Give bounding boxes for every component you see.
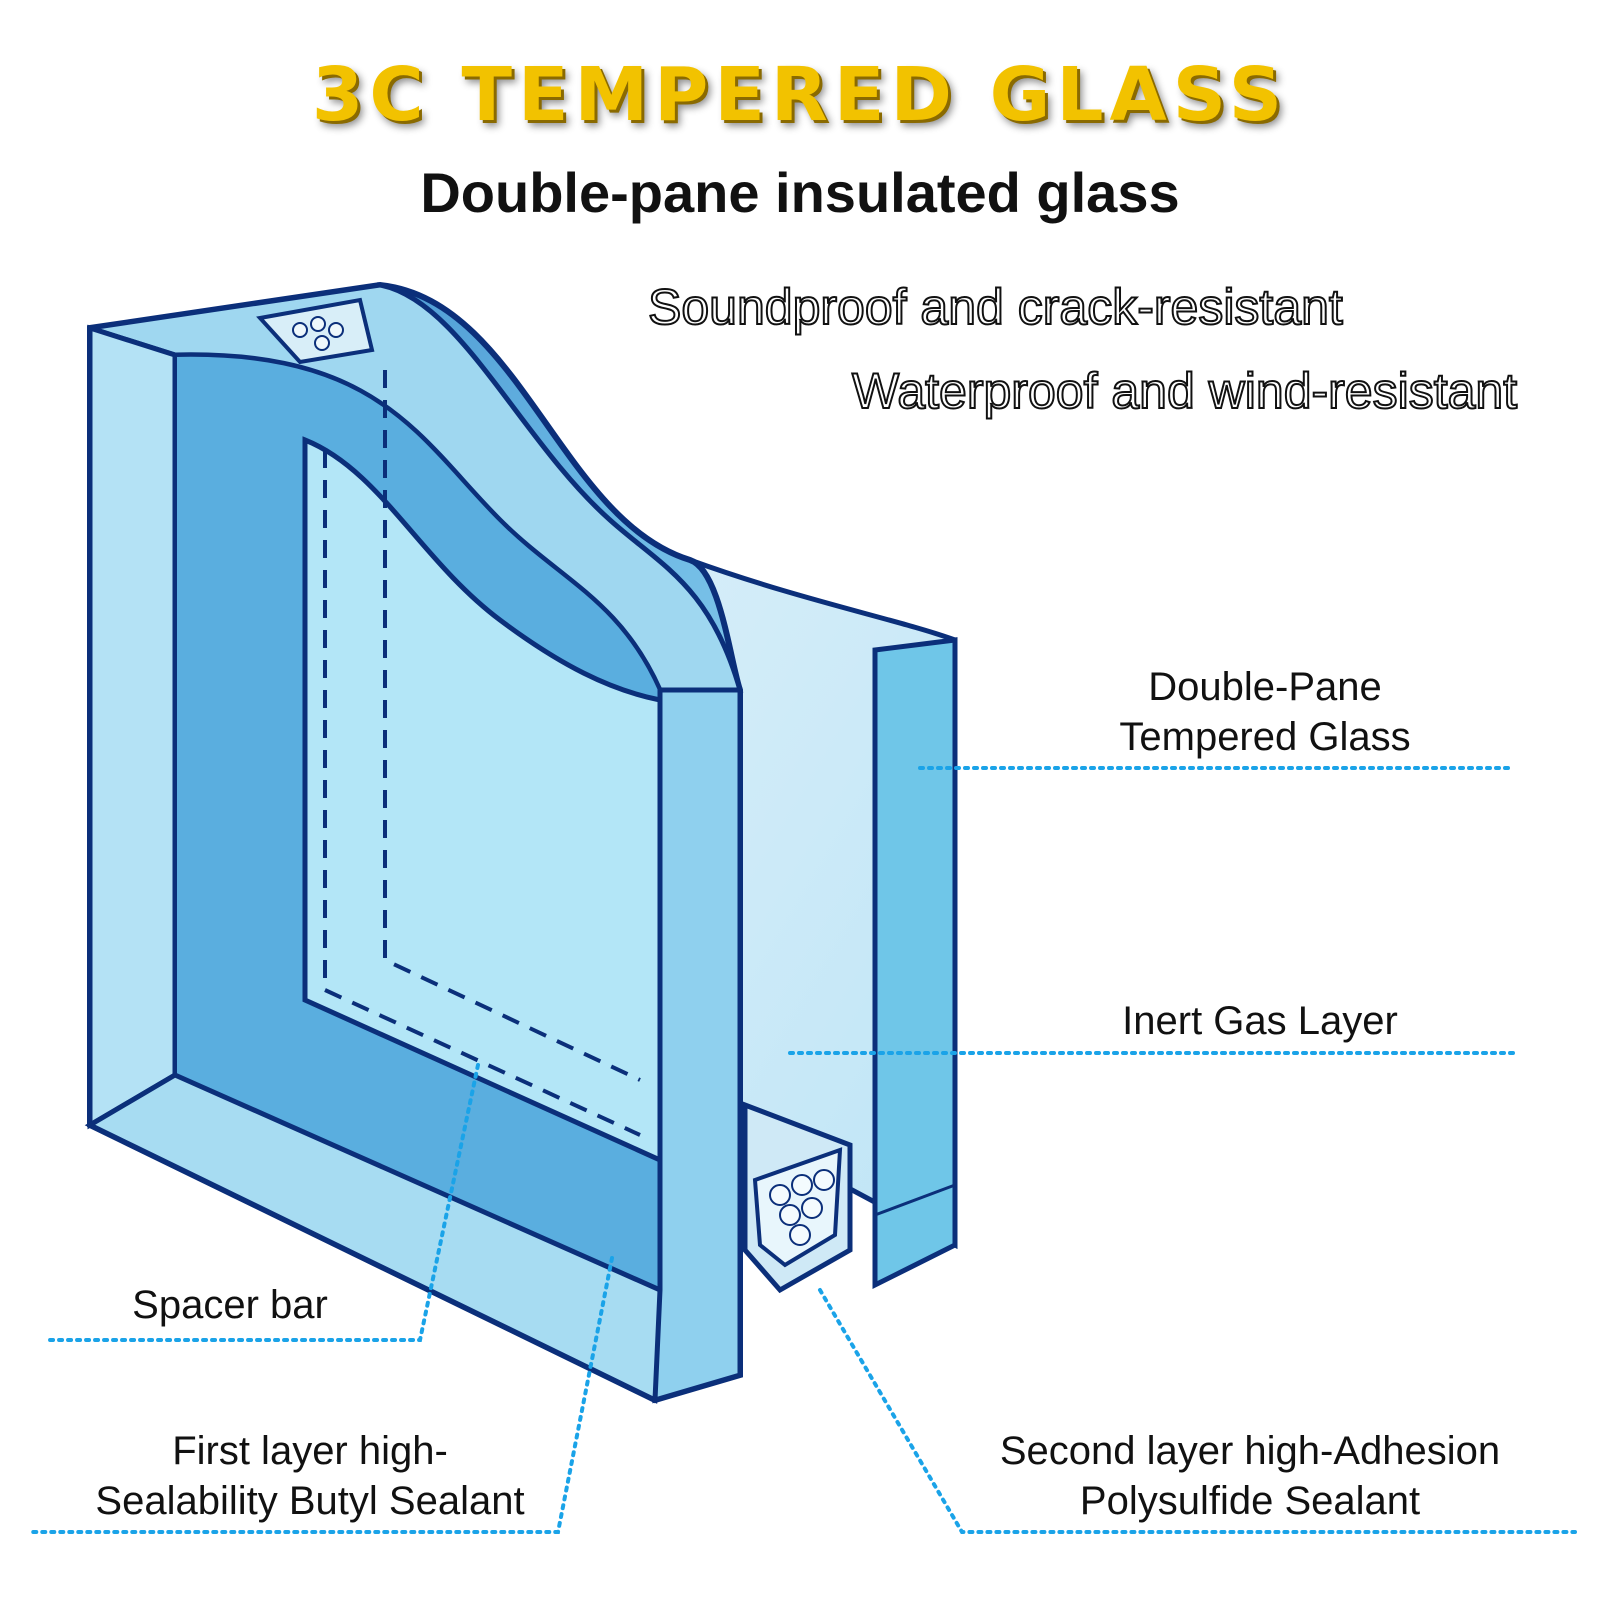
label-inert-gas: Inert Gas Layer [1122, 999, 1398, 1043]
label-first-layer-line1: First layer high- [172, 1429, 448, 1473]
label-spacer-bar: Spacer bar [132, 1283, 328, 1327]
feature-waterproof: Waterproof and wind-resistant [851, 362, 1518, 420]
clear-window [302, 436, 663, 1164]
label-second-layer-line2: Polysulfide Sealant [1079, 1479, 1421, 1523]
top-sealant-cell [256, 297, 375, 365]
label-first-layer-line2: Sealability Butyl Sealant [95, 1479, 525, 1523]
label-second-layer-line1: Second layer high-Adhesion [999, 1429, 1501, 1473]
subtitle: Double-pane insulated glass [420, 161, 1180, 224]
label-second-layer: Second layer high-Adhesion Polysulfide S… [950, 1426, 1550, 1526]
leader-spacer-bar [46, 1063, 480, 1342]
feature-soundproof: Soundproof and crack-resistant [647, 278, 1344, 336]
label-double-pane: Double-Pane Tempered Glass [1080, 662, 1450, 762]
leader-first-layer [26, 1256, 614, 1534]
label-double-pane-line1: Double-Pane [1148, 665, 1382, 709]
label-double-pane-line2: Tempered Glass [1119, 715, 1411, 759]
title: 3C TEMPERED GLASS [311, 52, 1289, 138]
spacer-dashed-line [323, 450, 641, 1137]
leader-second-layer [818, 1288, 1577, 1534]
label-first-layer: First layer high- Sealability Butyl Seal… [40, 1426, 580, 1526]
bottom-sealant-cell [742, 1101, 853, 1294]
front-pane-left-edge [87, 324, 178, 1130]
